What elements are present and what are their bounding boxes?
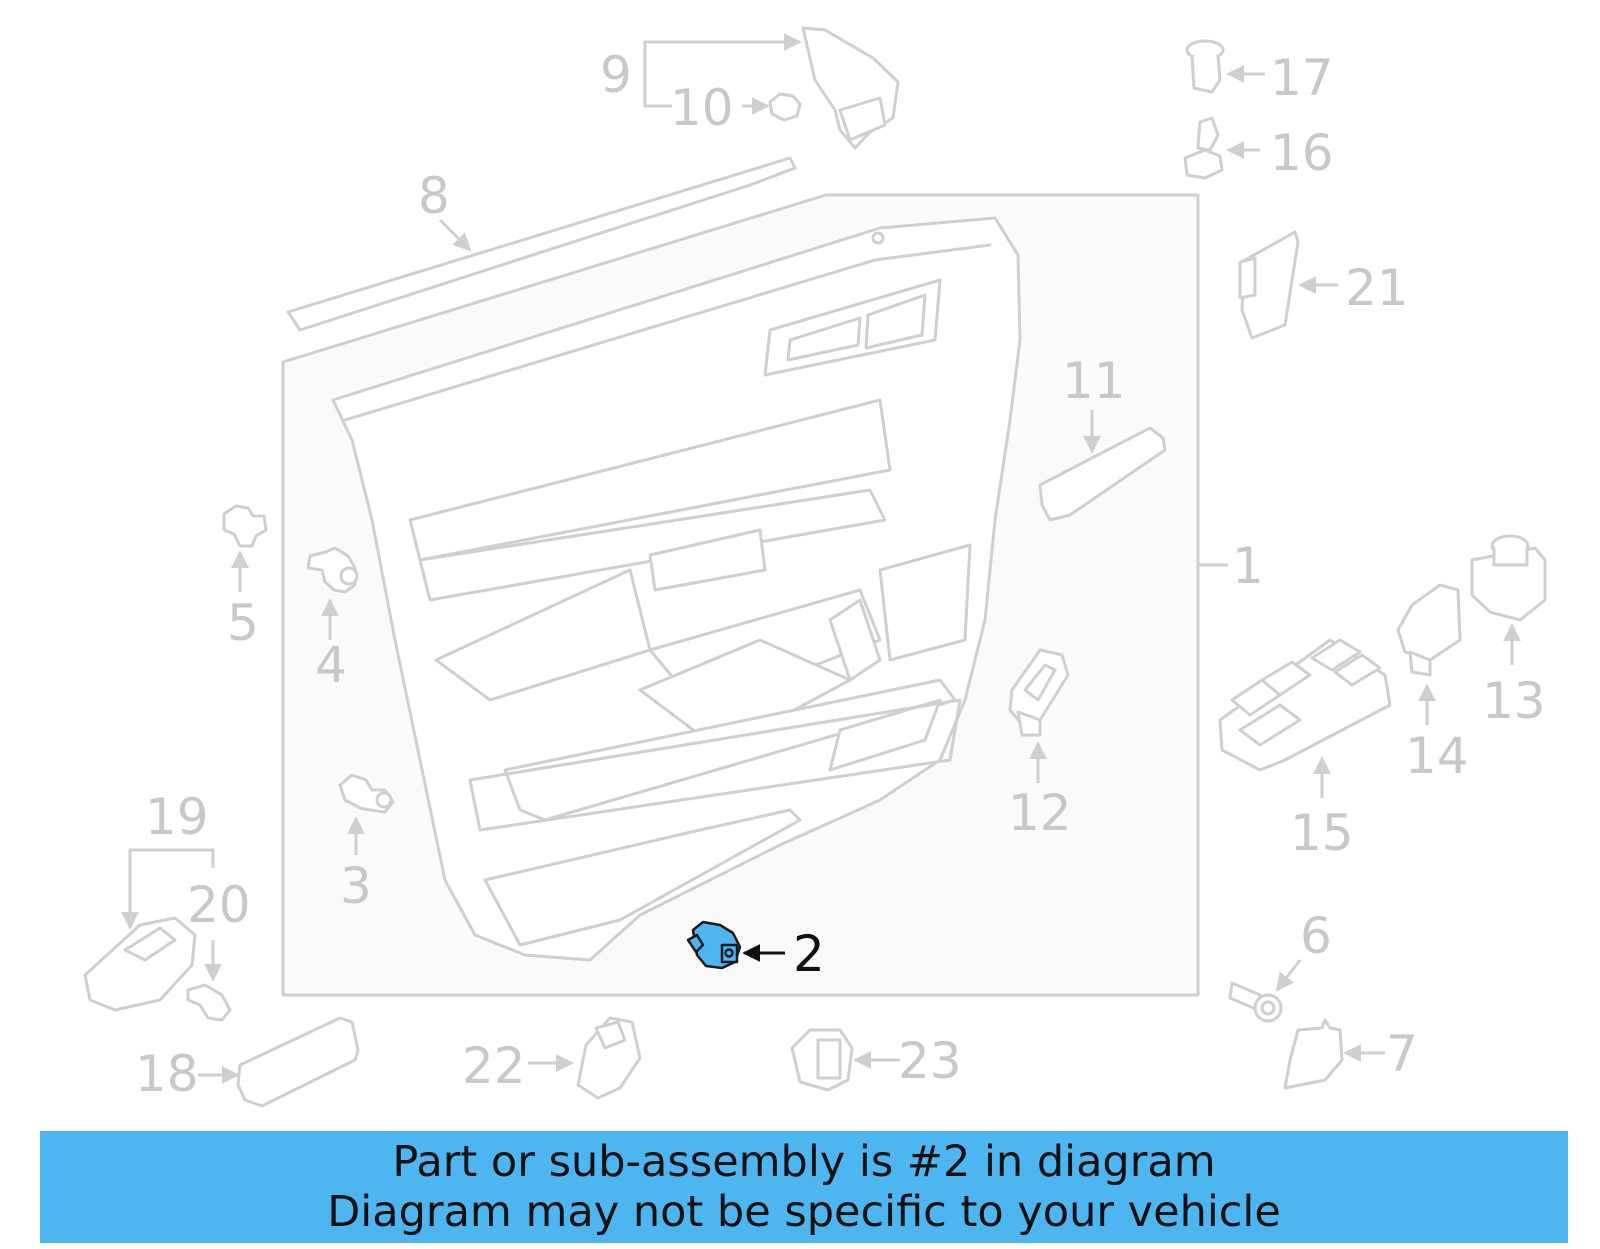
part-19-handle	[83, 848, 215, 1012]
callout-1: 1	[1232, 537, 1264, 595]
callout-19: 19	[145, 788, 209, 846]
part-16-clip	[1183, 116, 1260, 180]
part-7-bracket	[1283, 1018, 1385, 1090]
callout-15: 15	[1290, 804, 1354, 862]
callout-9: 9	[600, 46, 632, 104]
callout-22: 22	[462, 1037, 526, 1095]
callout-21: 21	[1345, 259, 1409, 317]
part-10-clip	[742, 92, 802, 122]
callout-18: 18	[135, 1045, 199, 1103]
callout-6: 6	[1300, 907, 1332, 965]
part-5-clip	[222, 504, 268, 592]
callout-17: 17	[1270, 49, 1334, 107]
banner-disclaimer: Diagram may not be specific to your vehi…	[327, 1187, 1281, 1237]
callout-12: 12	[1008, 784, 1072, 842]
part-22-switch	[528, 1016, 642, 1100]
part-21-trim	[1238, 230, 1338, 340]
part-3-clip	[338, 773, 395, 855]
callout-7: 7	[1386, 1025, 1418, 1083]
info-banner: Part or sub-assembly is #2 in diagram Di…	[40, 1131, 1568, 1243]
callout-labels: 1 2 3 4 5 6 7 8 9 10 11 12 13 14 15 16 1…	[135, 46, 1546, 1103]
callout-3: 3	[340, 857, 372, 915]
part-15-window-switch	[1218, 638, 1392, 798]
callout-11: 11	[1062, 352, 1126, 410]
callout-20: 20	[187, 876, 251, 934]
part-18-cover	[198, 1016, 360, 1108]
banner-part-notice: Part or sub-assembly is #2 in diagram	[392, 1137, 1216, 1187]
part-23-connector	[790, 1028, 900, 1092]
callout-2: 2	[793, 925, 825, 983]
callout-13: 13	[1482, 672, 1546, 730]
part-11-handle-cover	[1038, 410, 1167, 522]
callout-10: 10	[670, 79, 734, 137]
part-9-mirror-trim	[643, 26, 900, 150]
callout-14: 14	[1405, 727, 1469, 785]
callout-4: 4	[315, 636, 347, 694]
part-14-switch	[1396, 583, 1462, 725]
part-17-push-pin	[1185, 39, 1265, 94]
part-4-clip	[306, 546, 359, 640]
part-20-screw	[186, 940, 232, 1022]
part-2-retainer-clip	[686, 920, 785, 970]
door-trim-panel	[331, 216, 1022, 962]
part-6-screw	[1228, 959, 1302, 1023]
callout-8: 8	[418, 167, 450, 225]
part-13-mirror-switch	[1470, 534, 1547, 665]
part-12-switch	[1008, 648, 1070, 783]
belt-molding	[286, 156, 797, 332]
callout-16: 16	[1270, 124, 1334, 182]
callout-23: 23	[898, 1032, 962, 1090]
callout-5: 5	[227, 594, 259, 652]
